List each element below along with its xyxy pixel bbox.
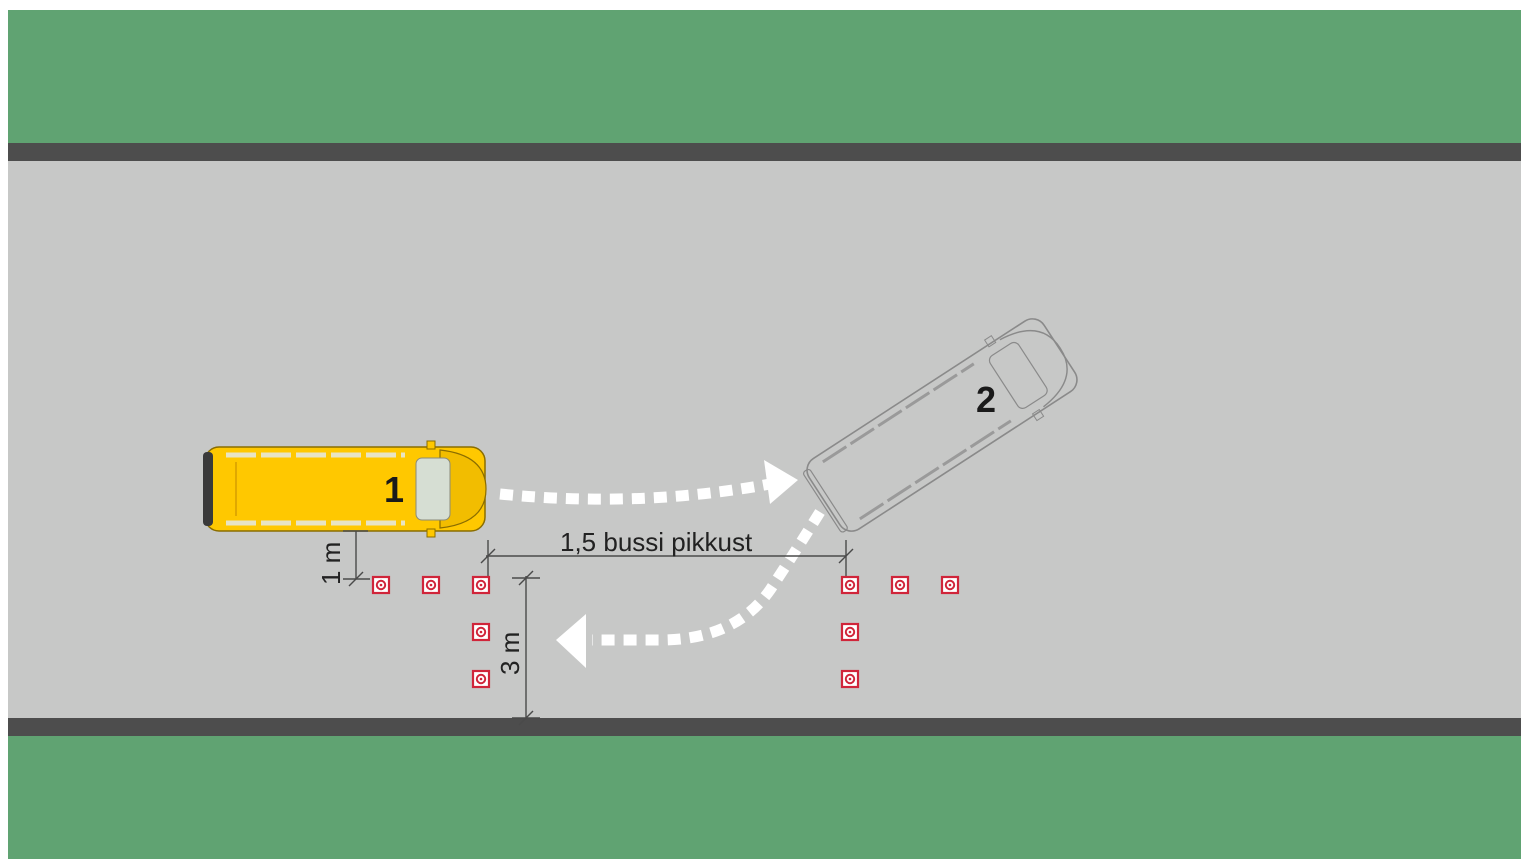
dimension-1m xyxy=(343,530,370,587)
cone-marker-icon xyxy=(421,575,441,595)
cone-marker-icon xyxy=(471,622,491,642)
dimension-length xyxy=(480,540,854,582)
cone-marker-icon xyxy=(940,575,960,595)
bus-1 xyxy=(203,440,487,538)
cone-marker-icon xyxy=(371,575,391,595)
dimension-3m xyxy=(512,570,540,726)
bus-2 xyxy=(803,318,1078,533)
cone-marker-icon xyxy=(890,575,910,595)
cone-marker-icon xyxy=(840,622,860,642)
vehicle-2-label: 2 xyxy=(976,379,996,420)
road-surface xyxy=(8,161,1521,718)
dimension-3m-label: 3 m xyxy=(495,632,525,675)
cone-marker-icon xyxy=(471,575,491,595)
grass-bottom xyxy=(8,736,1521,859)
forward-arrow xyxy=(499,460,798,505)
vehicle-1-label: 1 xyxy=(384,469,404,510)
dimension-length-label: 1,5 bussi pikkust xyxy=(560,527,753,557)
curb-top xyxy=(8,143,1521,161)
cone-marker-icon xyxy=(471,669,491,689)
cone-marker-icon xyxy=(840,575,860,595)
dimension-1m-label: 1 m xyxy=(316,542,346,585)
cone-marker-icon xyxy=(840,669,860,689)
curb-bottom xyxy=(8,718,1521,736)
reverse-arrow xyxy=(556,509,825,668)
grass-top xyxy=(8,10,1521,144)
